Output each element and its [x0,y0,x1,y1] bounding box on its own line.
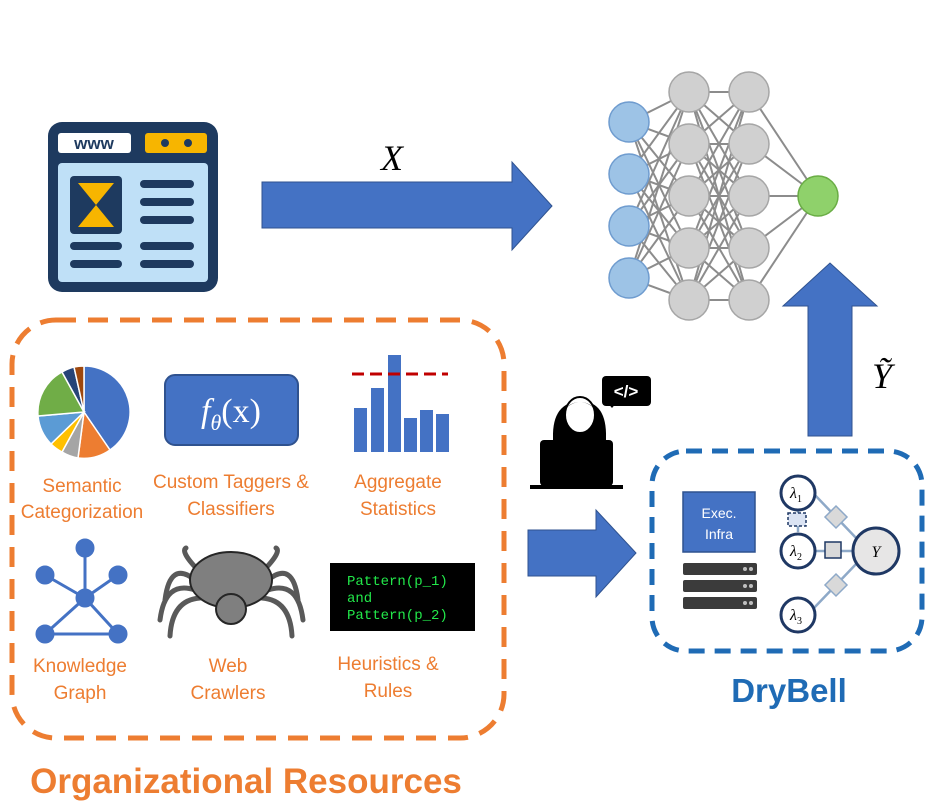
hidden-node [668,279,710,321]
developer-icon: </> [530,376,651,489]
resource-label-line1: Web [209,656,248,677]
resource-label-line1: Semantic [42,476,121,497]
neural-network [608,71,839,321]
drybell-box [649,448,925,654]
output-node [797,175,839,217]
resource-label-line2: Categorization [21,502,144,523]
lambda-symbol: λ [789,543,797,560]
hidden-node [728,279,770,321]
arrow-x-label: X [379,138,405,178]
exec-infra-line2: Infra [705,526,733,542]
drybell-title: DryBell [731,672,847,709]
label-model-graph: λ1 λ2 λ3 Y [779,474,901,634]
hidden-node [728,123,770,165]
lambda-subscript: 1 [797,494,802,505]
bar-chart-icon [352,355,449,452]
input-node [608,101,650,143]
server-rack-icon [683,563,757,609]
input-node [608,205,650,247]
network-edge [688,91,750,249]
hidden-node [728,227,770,269]
hidden-node [668,71,710,113]
exec-infra-block: Exec. Infra [682,491,756,553]
resource-label-line2: Rules [364,681,413,702]
code-bubble-label: </> [614,382,639,401]
hidden-node [668,123,710,165]
svg-text:λ1: λ1 [789,485,802,505]
exec-infra-line1: Exec. [701,505,736,521]
arrow-y-tilde [781,262,879,437]
resource-label-line2: Classifiers [187,499,275,520]
formula-arg: (x) [221,393,261,430]
hidden-node [728,175,770,217]
code-line: and [347,591,372,607]
knowledge-graph-icon [35,538,128,644]
website-icon: www [48,122,218,292]
arrow-y-label: Ỹ [872,356,896,396]
resource-label-line2: Statistics [360,499,436,520]
resource-label-line2: Crawlers [191,683,266,704]
formula-theta: θ [210,410,221,435]
code-line: Pattern(p_2) [347,608,448,624]
network-edge [748,195,819,301]
network-edge [628,143,690,279]
svg-text:λ2: λ2 [789,543,802,563]
website-url-label: www [73,134,114,153]
resource-label-line1: Custom Taggers & [153,472,309,493]
organizational-resources-box [9,317,507,741]
resource-label-line1: Knowledge [33,656,127,677]
input-node [608,257,650,299]
resource-label-line1: Heuristics & [337,654,439,675]
lambda-symbol: λ [789,485,797,502]
code-snippet-icon: Pattern(p_1) and Pattern(p_2) [330,563,475,631]
classifier-formula-icon: fθ(x) [164,374,299,446]
lambda-subscript: 2 [797,552,802,563]
network-edge [628,91,690,279]
input-node [608,153,650,195]
organizational-resources-title: Organizational Resources [30,762,462,801]
hidden-node [728,71,770,113]
spider-icon [157,545,306,639]
pie-chart-icon [37,365,131,460]
arrow-x [261,160,553,252]
network-edges [628,91,819,301]
arrow-to-drybell [527,508,637,599]
lambda-subscript: 3 [797,616,802,627]
code-line: Pattern(p_1) [347,574,448,590]
svg-text:fθ(x): fθ(x) [201,393,261,435]
network-edge [748,91,819,197]
network-edge [628,91,690,227]
resource-label-line1: Aggregate [354,472,442,493]
resource-label-line2: Graph [54,683,107,704]
hidden-node [668,227,710,269]
lambda-symbol: λ [789,607,797,624]
label-model-output: Y [872,544,883,561]
hidden-node [668,175,710,217]
svg-text:λ3: λ3 [789,607,802,627]
network-edge [688,143,750,301]
